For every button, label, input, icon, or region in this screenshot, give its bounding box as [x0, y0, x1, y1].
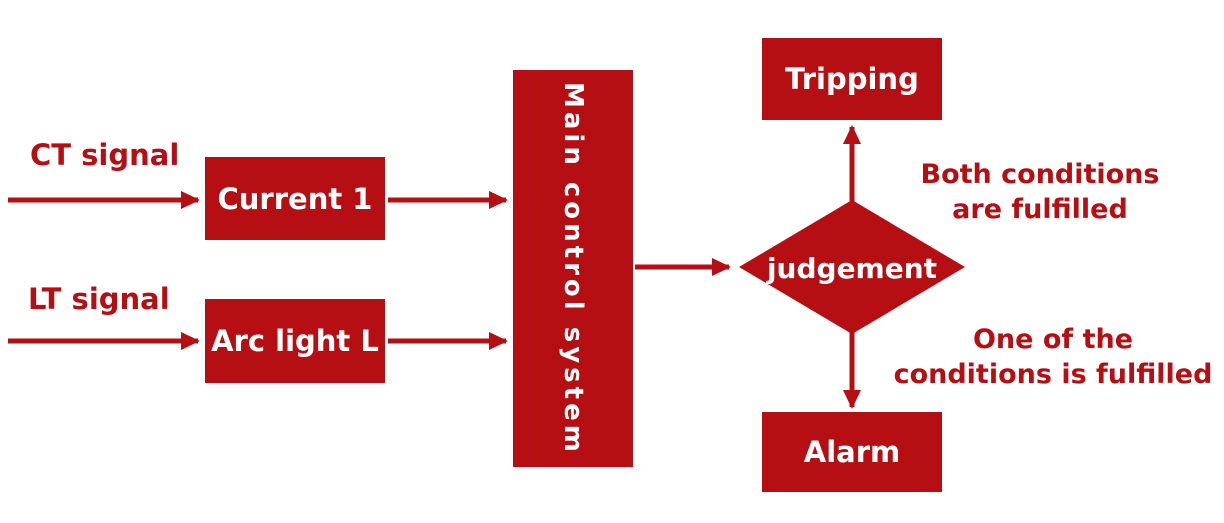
main-control-system-box: Main control system: [513, 70, 633, 467]
current-1-box: Current 1: [205, 157, 385, 240]
arc-light-box: Arc light L: [205, 299, 385, 383]
main-control-system-label: Main control system: [558, 81, 588, 456]
one-condition-note: One of the conditions is fulfilled: [886, 322, 1220, 392]
alarm-box: Alarm: [762, 412, 942, 492]
ct-signal-label: CT signal: [30, 138, 180, 172]
tripping-box: Tripping: [762, 38, 942, 120]
both-conditions-note-line1: Both conditions: [920, 159, 1160, 190]
lt-signal-label: LT signal: [28, 282, 170, 316]
one-condition-note-line2: conditions is fulfilled: [893, 359, 1213, 391]
both-conditions-note-line2: are fulfilled: [952, 194, 1128, 226]
both-conditions-note: Both conditions are fulfilled: [910, 157, 1170, 227]
judgement-label: judgement: [766, 252, 938, 285]
one-condition-note-line1: One of the: [972, 324, 1134, 355]
